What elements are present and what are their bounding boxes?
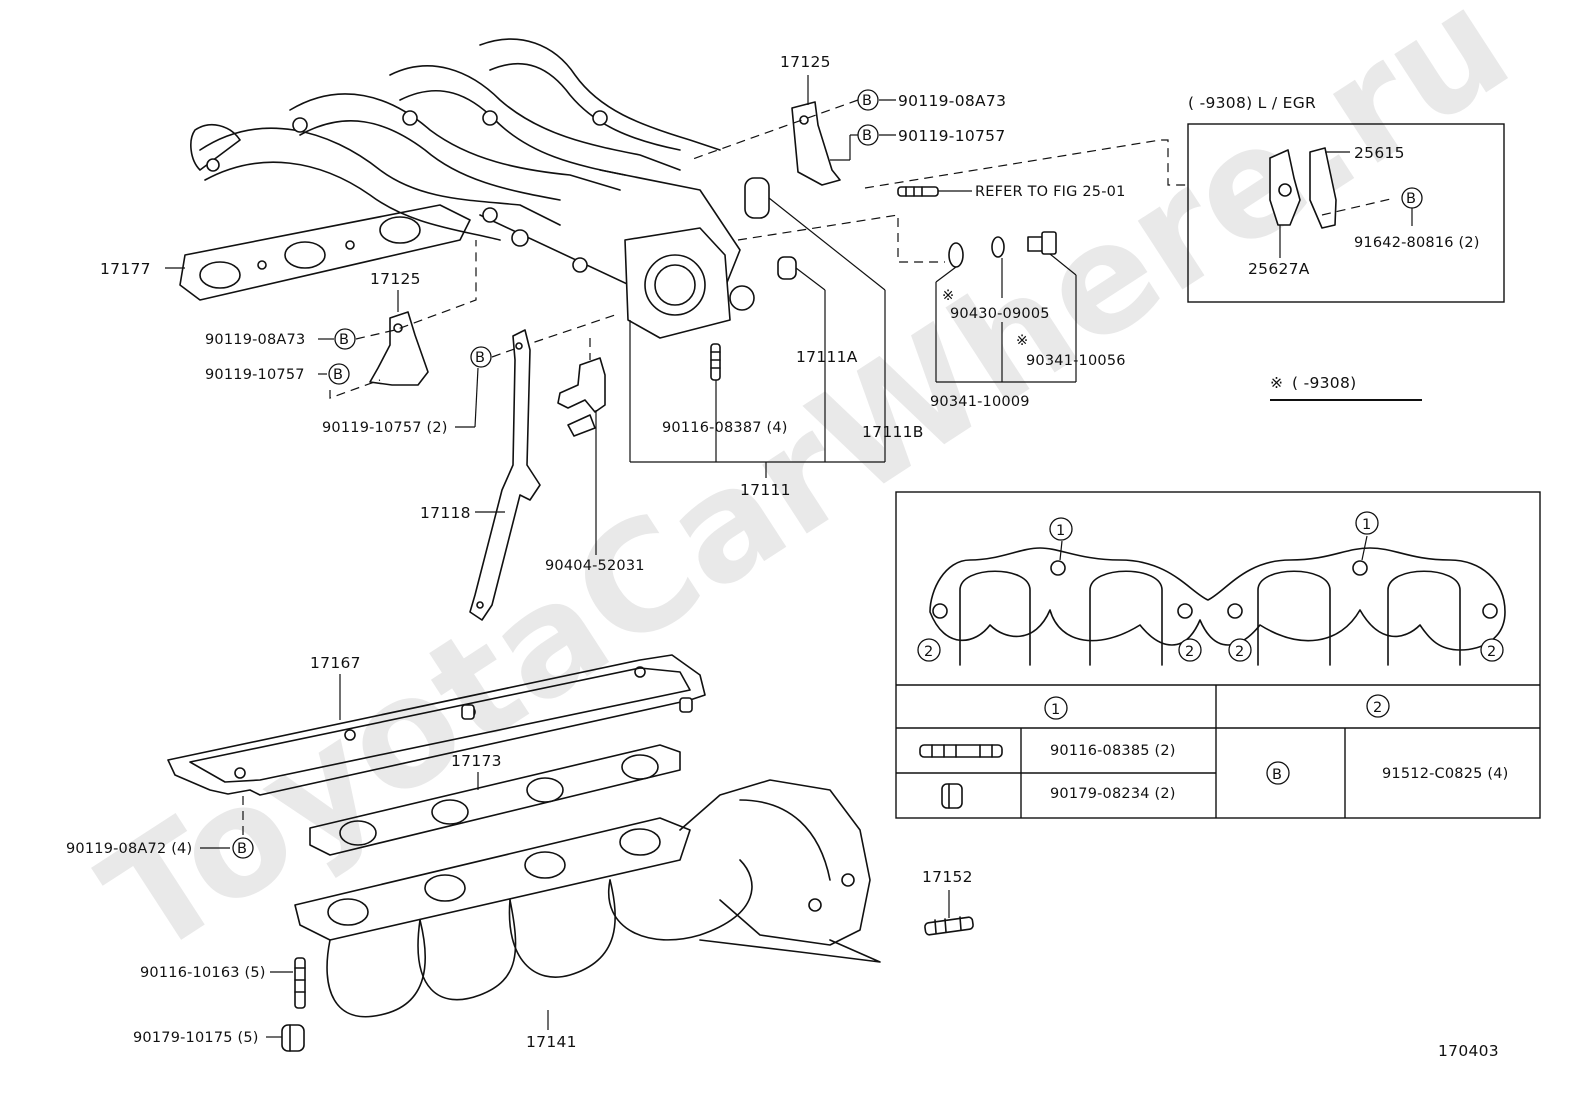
plug-17111b	[744, 177, 770, 219]
svg-text:B: B	[339, 332, 349, 348]
label-17125-top: 17125	[780, 53, 831, 71]
label-refer-fig: REFER TO FIG 25-01	[975, 184, 1126, 200]
table-row-2-part: 90179-08234 (2)	[1050, 786, 1176, 802]
bolt-marker-left-3: B	[470, 346, 492, 368]
svg-text:B: B	[333, 367, 343, 383]
label-17152: 17152	[922, 868, 973, 886]
label-90119-08a73-left: 90119-08A73	[205, 332, 305, 348]
svg-text:B: B	[862, 93, 872, 109]
stud-90116-10163	[294, 957, 306, 1009]
bolt-marker-left-1: B	[334, 328, 356, 350]
union-90404	[557, 357, 606, 437]
label-90119-10757x2: 90119-10757 (2)	[322, 420, 448, 436]
gasket-90341-10009	[991, 236, 1005, 258]
stud-icon	[919, 744, 1003, 758]
egr-box	[1187, 123, 1505, 303]
svg-text:B: B	[1272, 767, 1282, 783]
label-90119-08a73-top: 90119-08A73	[898, 92, 1006, 110]
label-25627a: 25627A	[1248, 260, 1310, 278]
callout-1a: 1	[1049, 517, 1073, 541]
gasket-17173	[309, 744, 681, 856]
label-90119-08a72: 90119-08A72 (4)	[66, 841, 192, 857]
egr-header: ( -9308) L / EGR	[1188, 94, 1316, 112]
label-25615: 25615	[1354, 144, 1405, 162]
label-90119-10757-left: 90119-10757	[205, 367, 305, 383]
note-marker-2: ※	[1016, 333, 1028, 349]
bolt-marker-top-1: B	[857, 89, 879, 111]
callout-2b: 2	[1178, 638, 1202, 662]
diagram-number: 170403	[1438, 1042, 1499, 1060]
exhaust-manifold-17141	[294, 779, 881, 1018]
nut-icon	[941, 783, 963, 809]
svg-text:B: B	[862, 128, 872, 144]
label-90404-52031: 90404-52031	[545, 558, 645, 574]
svg-text:2: 2	[1235, 644, 1244, 660]
label-91642-80816: 91642-80816 (2)	[1354, 235, 1480, 251]
gasket-17177	[179, 204, 471, 301]
bolt-marker-top-2: B	[857, 124, 879, 146]
svg-text:B: B	[1406, 191, 1416, 207]
note-marker-1: ※	[942, 288, 954, 304]
svg-text:1: 1	[1362, 517, 1371, 533]
label-17141: 17141	[526, 1033, 577, 1051]
label-note-9308: ( -9308)	[1292, 374, 1356, 392]
insulator-17167	[167, 654, 706, 796]
svg-text:B: B	[475, 350, 485, 366]
bolt-marker-egr: B	[1401, 187, 1423, 209]
note-marker-3: ※	[1270, 374, 1283, 392]
svg-text:2: 2	[924, 644, 933, 660]
nut-90179-10175	[281, 1024, 305, 1052]
label-90430-09005: 90430-09005	[950, 306, 1050, 322]
table-row-1-part: 90116-08385 (2)	[1050, 743, 1176, 759]
svg-text:B: B	[237, 841, 247, 857]
table-header-1: 1	[1044, 696, 1068, 720]
stud-refer	[897, 186, 939, 197]
callout-2d: 2	[1480, 638, 1504, 662]
bolt-marker-insulator: B	[232, 837, 254, 859]
label-17111a: 17111A	[796, 348, 858, 366]
plate-25615	[1309, 147, 1337, 229]
label-90119-10757-top: 90119-10757	[898, 127, 1006, 145]
bracket-17125-left	[369, 311, 429, 386]
callout-2c: 2	[1228, 638, 1252, 662]
svg-text:1: 1	[1051, 702, 1060, 718]
svg-text:2: 2	[1185, 644, 1194, 660]
stud-17152	[924, 916, 974, 936]
gasket-25627a	[1269, 149, 1301, 226]
bolt-marker-table: B	[1266, 761, 1290, 785]
table-col2-part: 91512-C0825 (4)	[1382, 766, 1509, 782]
svg-text:2: 2	[1487, 644, 1496, 660]
bolt-marker-left-2: B	[328, 363, 350, 385]
label-17177: 17177	[100, 260, 151, 278]
bracket-17125-top	[791, 101, 841, 186]
callout-2a: 2	[917, 638, 941, 662]
label-17118: 17118	[420, 504, 471, 522]
table-header-2: 2	[1366, 694, 1390, 718]
svg-text:1: 1	[1056, 523, 1065, 539]
svg-text:2: 2	[1373, 700, 1382, 716]
label-17167: 17167	[310, 654, 361, 672]
label-17125-left: 17125	[370, 270, 421, 288]
stay-17118	[469, 329, 541, 621]
callout-1b: 1	[1355, 511, 1379, 535]
label-90179-10175: 90179-10175 (5)	[133, 1030, 259, 1046]
stud-90116-08387	[710, 343, 721, 381]
intake-manifold	[190, 38, 755, 339]
label-17111: 17111	[740, 481, 791, 499]
label-90341-10009: 90341-10009	[930, 394, 1030, 410]
label-90116-08387: 90116-08387 (4)	[662, 420, 788, 436]
union-bolt-90341-10056	[1027, 231, 1057, 255]
label-17111b: 17111B	[862, 423, 924, 441]
plug-17111a	[777, 256, 797, 280]
gasket-90430	[948, 242, 964, 268]
label-17173: 17173	[451, 752, 502, 770]
label-90116-10163: 90116-10163 (5)	[140, 965, 266, 981]
